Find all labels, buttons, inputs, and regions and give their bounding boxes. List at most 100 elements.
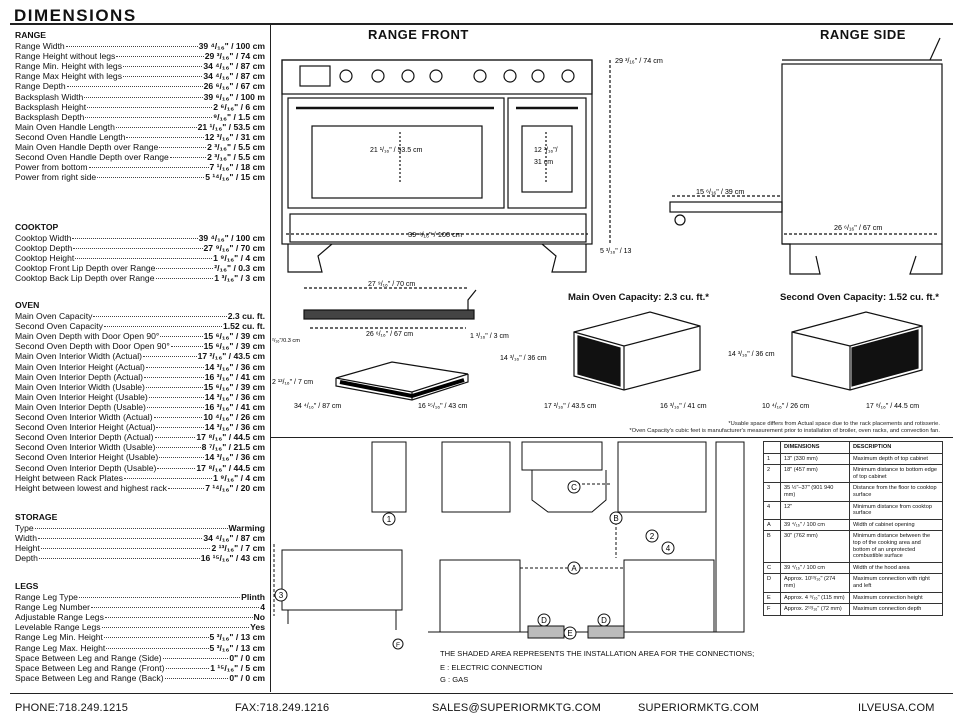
vertical-divider [270, 24, 271, 692]
spec-value: Plinth [241, 592, 265, 603]
spec-label: Levelable Range Legs [15, 622, 101, 633]
dot-leader [146, 406, 204, 408]
spec-label: Type [15, 523, 34, 534]
spec-value: 21 ¹/₁₆" / 53.5 cm [197, 121, 265, 132]
footer-email[interactable]: SALES@SUPERIORMKTG.COM [432, 702, 601, 714]
table-cell: 12" [780, 500, 850, 520]
spec-section-heading: LEGS [15, 581, 39, 591]
dot-leader [65, 46, 198, 48]
table-header [763, 441, 781, 454]
spec-row: Main Oven Interior Height (Actual)14 ³/₁… [15, 362, 265, 372]
dot-leader [37, 538, 203, 540]
spec-label: Main Oven Interior Depth (Usable) [15, 401, 146, 412]
dot-leader [143, 356, 197, 358]
spec-label: Range Leg Type [15, 592, 78, 603]
second-handle-label-b: 31 cm [534, 159, 553, 166]
spec-value: ⁹/₁₆" / 1.5 cm [213, 111, 265, 122]
spec-label: Power from bottom [15, 162, 88, 173]
spec-row: Range Leg Type Plinth [15, 592, 265, 602]
usable-note: *Usable space differs from Actual space … [728, 421, 940, 427]
dot-leader [164, 677, 229, 679]
spec-label: Second Oven Interior Width (Actual) [15, 412, 153, 423]
table-cell: Distance from the floor to cooktop surfa… [849, 482, 943, 502]
spec-value: 2 ³/₁₆" / 5.5 cm [207, 152, 265, 163]
spec-label: Cooktop Width [15, 233, 72, 244]
dot-leader [38, 558, 200, 560]
second-oven-height: 14 ³/₁₆" / 36 cm [728, 351, 775, 358]
spec-row: Main Oven Interior Height (Usable)14 ³/₁… [15, 392, 265, 402]
spec-value: 14 ³/₁₆" / 36 cm [204, 391, 265, 402]
spec-value: 16 ¹⁵/₁₆" / 43 cm [200, 553, 265, 564]
spec-label: Range Leg Number [15, 602, 91, 613]
table-cell: 39 ⁴/₁₆" / 100 cm [780, 561, 850, 575]
spec-value: 2 ¹³/₁₆" / 7 cm [211, 543, 265, 554]
main-handle-label: 21 ¹/₁₆" / 53.5 cm [370, 147, 423, 154]
spec-value: 4 [260, 602, 265, 613]
spec-row: Main Oven Interior Depth (Actual)16 ³/₁₆… [15, 372, 265, 382]
dot-leader [154, 437, 196, 439]
spec-row: Main Oven Interior Width (Usable)15 ⁶/₁₆… [15, 382, 265, 392]
spec-value: 2 ³/₁₆" / 5.5 cm [207, 142, 265, 153]
footer-site[interactable]: SUPERIORMKTG.COM [638, 702, 760, 714]
cooktop-top-label: 27 ⁹/₁₆" / 70 cm [368, 281, 415, 288]
spec-value: 5 ¹⁴/₁₆" / 15 cm [205, 172, 265, 183]
table-cell: Width of cabinet opening [849, 518, 943, 532]
spec-label: Second Oven Handle Length [15, 131, 126, 142]
spec-row: Second Oven Interior Width (Actual)10 ⁴/… [15, 412, 265, 422]
spec-value: 27 ⁹/₁₆" / 70 cm [203, 243, 265, 254]
dot-leader [123, 477, 213, 479]
spec-label: Backsplash Depth [15, 111, 85, 122]
installation-diagram: 1 2 3 4 A B C D D E F [273, 441, 745, 650]
spec-row: Second Oven Depth with Door Open 90°15 ⁶… [15, 341, 265, 351]
spec-section-heading: COOKTOP [15, 222, 59, 232]
table-cell: Minimum distance from cooktop surface [849, 500, 943, 520]
footer-phone: PHONE:718.249.1215 [15, 702, 129, 714]
spec-value: 16 ³/₁₆" / 41 cm [204, 371, 265, 382]
spec-value: ²/₁₆" / 0.3 cm [214, 263, 265, 274]
dot-leader [78, 597, 241, 599]
table-cell: Maximum connection with right and left [849, 573, 943, 593]
callout-C: C [571, 483, 577, 492]
dot-leader [73, 248, 203, 250]
dot-leader [144, 376, 204, 378]
spec-label: Range Depth [15, 81, 66, 92]
footer-brand[interactable]: ILVEUSA.COM [858, 702, 935, 714]
table-header: DIMENSIONS [780, 441, 850, 454]
dot-leader [115, 126, 197, 128]
table-cell: C [763, 561, 781, 575]
spec-label: Backsplash Height [15, 101, 87, 112]
callout-1: 1 [387, 515, 392, 524]
spec-label: Main Oven Interior Width (Actual) [15, 351, 143, 362]
spec-value: 8 ⁷/₁₆" / 21.5 cm [201, 442, 265, 453]
table-cell: 4 [763, 500, 781, 520]
main-oven-depth: 16 ³/₁₆" / 41 cm [660, 403, 707, 410]
spec-section-heading: OVEN [15, 300, 40, 310]
spec-row: Second Oven Interior Height (Actual)14 ³… [15, 422, 265, 432]
spec-value: 15 ⁶/₁₆" / 39 cm [203, 341, 265, 352]
dot-leader [91, 607, 260, 609]
callout-4: 4 [666, 544, 671, 553]
spec-label: Space Between Leg and Range (Front) [15, 662, 165, 673]
spec-row: Second Oven Interior Depth (Usable)17 ⁸/… [15, 463, 265, 473]
spec-row: Second Oven Interior Depth (Actual)17 ⁸/… [15, 432, 265, 442]
cooktop-diagram: 27 ⁹/₁₆" / 70 cm 26 ⁶/₁₆" / 67 cm 1 ³/₁₆… [272, 281, 509, 344]
spec-label: Cooktop Depth [15, 243, 73, 254]
cooktop-right-label: 1 ³/₁₆" / 3 cm [470, 333, 509, 340]
dot-leader [165, 667, 210, 669]
spec-value: 1 ⁹/₁₆" / 4 cm [213, 472, 265, 483]
spec-label: Main Oven Depth with Door Open 90° [15, 331, 160, 342]
spec-value: 1 ¹⁵/₁₆" / 5 cm [210, 662, 265, 673]
spec-value: 5 ³/₁₆" / 13 cm [209, 632, 265, 643]
spec-label: Main Oven Capacity [15, 311, 93, 322]
spec-value: 7 ¹/₁₆" / 18 cm [209, 162, 265, 173]
